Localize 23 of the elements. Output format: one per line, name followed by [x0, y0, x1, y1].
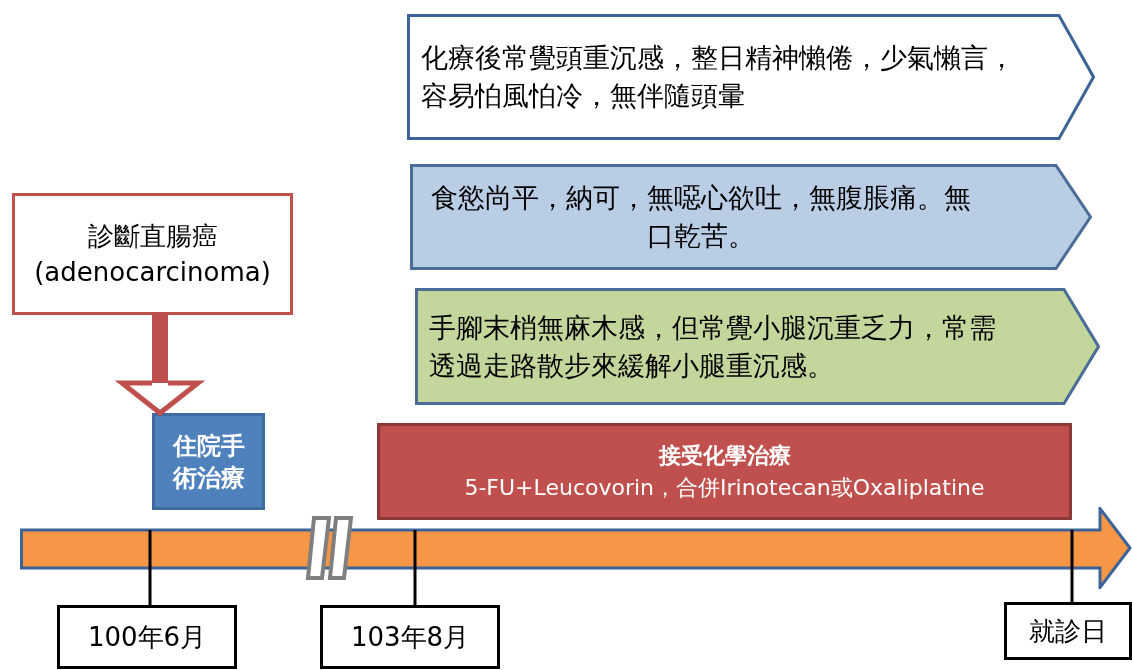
date-label: 103年8月: [350, 620, 470, 654]
date-label: 100年6月: [87, 620, 207, 654]
node-text: 化療後常覺頭重沉感，整日精神懶倦，少氣懶言，容易怕風怕冷，無伴隨頭暈: [421, 41, 1016, 113]
tick-line: [413, 530, 417, 605]
date-label: 就診日: [1029, 614, 1107, 648]
node-text: 5-FU+Leucovorin，合併Irinotecan或Oxaliplatine: [464, 473, 985, 502]
node-text: 診斷直腸癌 (adenocarcinoma): [33, 220, 272, 289]
date-box: [320, 605, 500, 669]
process-box: [377, 423, 1072, 520]
pentagon-callout: [407, 14, 1095, 140]
callout-box: [12, 193, 293, 315]
date-box: [1004, 602, 1132, 660]
node-text: 住院手術治療: [171, 430, 246, 494]
process-box: [152, 413, 265, 510]
pentagon-callout: [410, 164, 1092, 270]
tick-line: [1070, 530, 1074, 602]
node-text: 食慾尚平，納可，無噁心欲吐，無腹脹痛。無口乾苦。: [430, 181, 972, 253]
node-heading: 接受化學治療: [658, 441, 791, 470]
tick-line: [148, 530, 152, 605]
timeline-arrow: [20, 507, 1132, 589]
date-box: [57, 605, 237, 669]
pentagon-callout: [415, 288, 1100, 405]
node-text: 手腳末梢無麻木感，但常覺小腿沉重乏力，常需透過走路散步來緩解小腿重沉感。: [429, 310, 997, 383]
